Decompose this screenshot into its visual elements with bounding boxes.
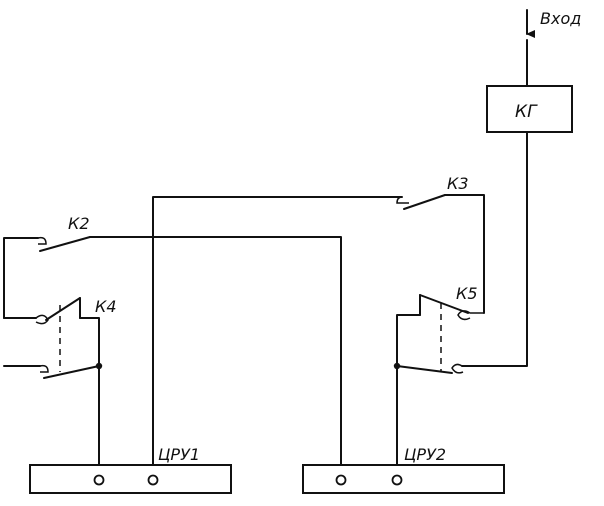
k2-label: К2 — [68, 214, 90, 233]
k5-label: К5 — [456, 284, 478, 303]
cru2-box — [302, 464, 505, 494]
k5-blade-lower — [396, 365, 453, 374]
k3-label: К3 — [447, 174, 469, 193]
kg-box — [486, 85, 573, 133]
kg-label: КГ — [515, 102, 538, 122]
kg-block: КГ — [486, 39, 573, 133]
cru1-terminal-right — [147, 474, 159, 486]
k2-blade — [39, 236, 91, 252]
cru2-terminal-right — [391, 474, 403, 486]
kg-output-wire — [461, 131, 528, 367]
k2-contact — [37, 236, 47, 245]
cru1-terminal-left — [93, 474, 105, 486]
k3-feed-wire — [152, 196, 403, 471]
k5-blade-upper — [419, 294, 469, 314]
k3-contact — [396, 196, 409, 204]
k2-left-wire — [3, 237, 39, 319]
input-label: Вход — [540, 9, 581, 28]
cru2-unit: ЦРУ2 — [302, 445, 505, 494]
k3-blade — [403, 194, 446, 210]
cru2-terminal-left — [335, 474, 347, 486]
input-group: Вход — [526, 9, 581, 38]
cru2-label: ЦРУ2 — [404, 445, 446, 464]
k5-return-wire — [396, 314, 421, 367]
k4-blade-lower — [43, 365, 100, 379]
k4-blade-upper — [45, 297, 81, 321]
k4-upper-contact — [35, 314, 49, 325]
k2-to-cru2-wire — [89, 236, 342, 471]
k4-lower-contact — [39, 364, 49, 373]
cru1-label: ЦРУ1 — [158, 445, 200, 464]
cru1-box — [29, 464, 232, 494]
k4-label: К4 — [95, 297, 117, 316]
k5-upper-contact — [457, 310, 484, 321]
k3-output-wire — [444, 194, 485, 314]
k5-lower-contact — [451, 363, 464, 374]
k4-return-wire — [79, 317, 100, 367]
cru1-unit: ЦРУ1 — [29, 445, 232, 494]
